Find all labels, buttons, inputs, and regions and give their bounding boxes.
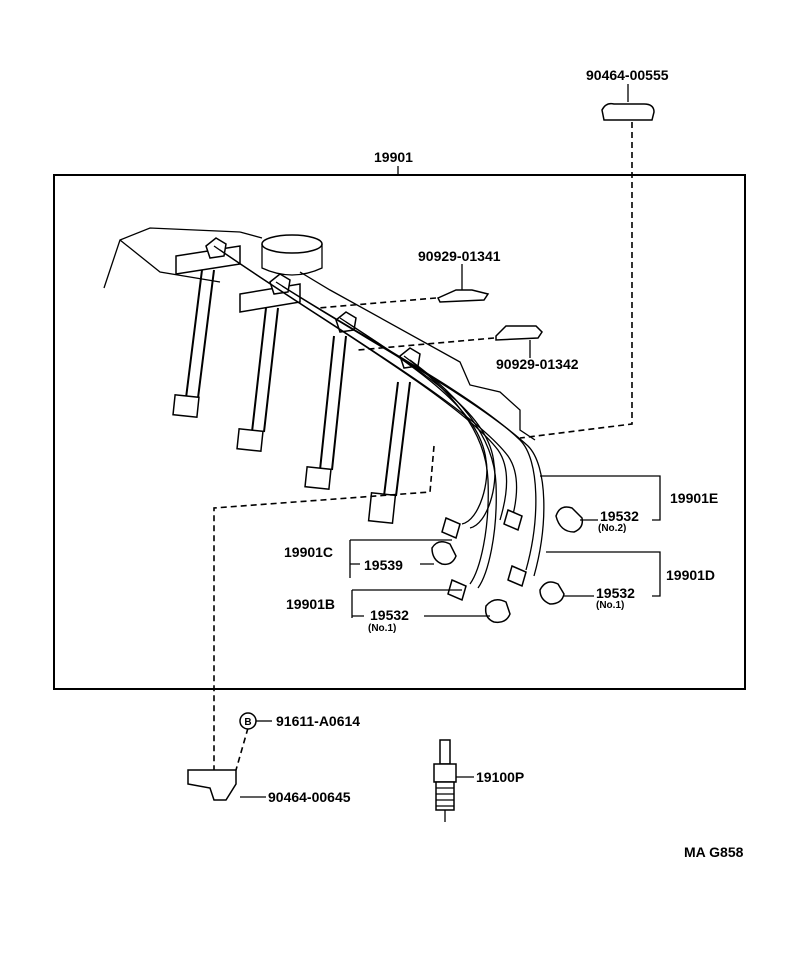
note-no2: (No.2) bbox=[598, 523, 626, 534]
engine-head-outline bbox=[103, 227, 536, 441]
assembly-frame bbox=[53, 174, 746, 690]
ignition-wires bbox=[213, 245, 545, 589]
coil-stand-1 bbox=[172, 245, 241, 419]
note-no1-right: (No.1) bbox=[596, 600, 624, 611]
label-91611-A0614: 91611-A0614 bbox=[276, 713, 360, 729]
clamp-90929-01341 bbox=[436, 289, 490, 303]
label-19532-no1-left: 19532 bbox=[370, 607, 409, 623]
coil-stand-3 bbox=[304, 335, 347, 491]
coil-stand-4 bbox=[367, 381, 411, 525]
label-19901E: 19901E bbox=[670, 490, 718, 506]
leader-lines bbox=[240, 84, 661, 798]
dashed-leaders bbox=[213, 122, 633, 771]
bolt-marker-letter: B bbox=[244, 717, 251, 728]
cover-19532-lower-left bbox=[484, 599, 511, 624]
coil-stand-2 bbox=[236, 283, 301, 453]
label-19901D: 19901D bbox=[666, 567, 715, 583]
label-19532-no1-right: 19532 bbox=[596, 585, 635, 601]
spark-plug bbox=[433, 739, 474, 822]
note-no1-left: (No.1) bbox=[368, 623, 396, 634]
clamp-90464-00645 bbox=[187, 769, 237, 801]
label-19901C: 19901C bbox=[284, 544, 333, 560]
label-19532-no2: 19532 bbox=[600, 508, 639, 524]
label-90464-00555: 90464-00555 bbox=[586, 67, 669, 83]
label-90929-01341: 90929-01341 bbox=[418, 248, 501, 264]
label-19539: 19539 bbox=[364, 557, 403, 573]
cover-19532-lower-right bbox=[539, 581, 565, 605]
drawing-code: MA G858 bbox=[684, 844, 744, 860]
label-90929-01342: 90929-01342 bbox=[496, 356, 579, 372]
label-19901: 19901 bbox=[374, 149, 413, 165]
label-90464-00645: 90464-00645 bbox=[268, 789, 351, 805]
cover-19539 bbox=[431, 541, 457, 566]
label-19100P: 19100P bbox=[476, 769, 524, 785]
label-19901B: 19901B bbox=[286, 596, 335, 612]
clamp-90929-01342 bbox=[495, 325, 543, 341]
clamp-90464-00555 bbox=[601, 102, 655, 121]
cover-19532-upper-right bbox=[555, 506, 584, 533]
